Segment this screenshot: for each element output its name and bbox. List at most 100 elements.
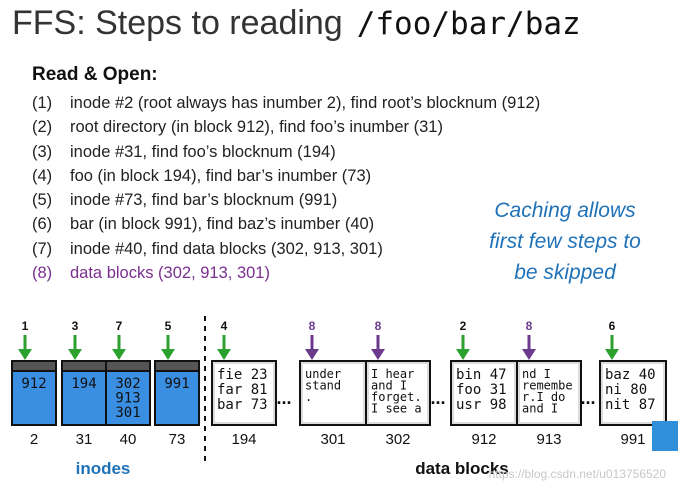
data-block-inner [303, 364, 363, 422]
data-block-line: stand [305, 379, 341, 393]
step-item: (3) inode #31, find foo’s blocknum (194) [32, 140, 540, 164]
data-block-number-label: 912 [471, 431, 496, 448]
section-heading: Read & Open: [32, 64, 158, 85]
step-text: data blocks (302, 913, 301) [70, 264, 270, 283]
caching-callout: Caching allows first few steps to be ski… [470, 195, 660, 288]
data-block-number-label: 302 [385, 431, 410, 448]
arrow-head [456, 349, 470, 360]
step-number: (3) [32, 142, 53, 161]
data-block-line: bin 47 [456, 367, 507, 383]
data-block-inner [215, 364, 273, 422]
watermark: https://blog.csdn.net/u013756520 [488, 467, 666, 481]
data-block-inner [603, 364, 663, 422]
data-block-line: and I [371, 379, 407, 393]
data-block-line: nd I [522, 367, 551, 381]
step-item: (7) inode #40, find data blocks (302, 913… [32, 237, 540, 261]
arrow-head [18, 349, 32, 360]
data-block-number-label: 913 [536, 431, 561, 448]
step-number: (2) [32, 118, 53, 137]
title-text: FFS: Steps to reading [12, 4, 343, 42]
data-block-line: baz 40 [605, 367, 656, 383]
arrow-head [161, 349, 175, 360]
data-block-number-label: 991 [620, 431, 645, 448]
arrow-head [112, 349, 126, 360]
step-item: (6) bar (in block 991), find baz’s inumbe… [32, 212, 540, 236]
step-marker: 8 [526, 319, 533, 333]
data-block-line: far 81 [217, 382, 268, 398]
data-block-inner [520, 364, 578, 422]
ellipsis: ... [276, 388, 291, 408]
steps-list: (1) inode #2 (root always has inumber 2),… [32, 91, 540, 285]
step-number: (4) [32, 166, 53, 185]
corner-decoration [652, 421, 678, 451]
step-text: inode #2 (root always has inumber 2), fi… [70, 94, 541, 112]
data-block-line: forget. [371, 390, 422, 404]
data-block-line: r.I do [522, 390, 565, 404]
step-text: inode #31, find foo’s blocknum (194) [70, 142, 336, 161]
ellipsis: ... [580, 388, 595, 408]
step-marker: 1 [22, 319, 29, 333]
step-item: (5) inode #73, find bar’s blocknum (991) [32, 188, 540, 212]
inode-pointer-value: 991 [164, 376, 189, 392]
step-marker: 2 [460, 319, 467, 333]
step-item: (1) inode #2 (root always has inumber 2),… [32, 91, 540, 115]
callout-line: be skipped [514, 261, 616, 284]
step-text: bar (in block 991), find baz’s inumber (… [70, 215, 375, 234]
arrow-head [305, 349, 319, 360]
data-block-line: bar 73 [217, 397, 268, 413]
arrow-head [68, 349, 82, 360]
inode-pointer-value: 301 [115, 405, 140, 421]
step-marker: 7 [116, 319, 123, 333]
step-number: (5) [32, 191, 53, 210]
data-block-line: foo 31 [456, 382, 507, 398]
title-path: /foo/bar/baz [356, 6, 581, 42]
step-marker: 5 [165, 319, 172, 333]
arrow-head [605, 349, 619, 360]
data-block-number-label: 194 [231, 431, 256, 448]
data-block-number-label: 301 [320, 431, 345, 448]
inode-pointer-value: 912 [21, 376, 46, 392]
arrow-head [371, 349, 385, 360]
inode-number-label: 73 [169, 431, 186, 448]
data-block-line: under [305, 367, 341, 381]
inode-header [11, 360, 57, 372]
data-block-inner [454, 364, 514, 422]
ellipsis: ... [430, 388, 445, 408]
step-marker: 6 [609, 319, 616, 333]
callout-line: Caching allows [494, 199, 636, 222]
step-text: inode #73, find bar’s blocknum (991) [70, 191, 338, 210]
data-block-line: usr 98 [456, 397, 507, 413]
inode-header [61, 360, 107, 372]
step-item: (4)foo (in block 194), find bar’s inumbe… [32, 164, 540, 188]
step-item-highlighted: (8)data blocks (302, 913, 301) [32, 261, 540, 285]
data-block-line: . [305, 390, 312, 404]
step-marker: 4 [221, 319, 228, 333]
data-block-line: and I [522, 402, 558, 416]
data-block-line: fie 23 [217, 367, 268, 383]
data-block-line: remembe [522, 379, 573, 393]
inode-number-label: 2 [30, 431, 38, 448]
step-item: (2) root directory (in block 912), find f… [32, 115, 540, 139]
inodes-label: inodes [76, 459, 131, 478]
inode-pointer-value: 913 [115, 391, 140, 407]
inode-number-label: 40 [120, 431, 137, 448]
step-text: root directory (in block 912), find foo’… [70, 118, 443, 137]
step-number: (7) [32, 239, 53, 258]
inode-header [105, 360, 151, 372]
inode-number-label: 31 [76, 431, 93, 448]
data-block-inner [369, 364, 427, 422]
arrow-head [522, 349, 536, 360]
data-block-line: I hear [371, 367, 414, 381]
step-marker: 8 [375, 319, 382, 333]
step-text: inode #40, find data blocks (302, 913, 3… [70, 239, 383, 258]
data-block-line: I see a [371, 402, 422, 416]
callout-line: first few steps to [489, 230, 641, 253]
data-blocks-label: data blocks [415, 459, 509, 478]
step-marker: 3 [72, 319, 79, 333]
step-number: (1) [32, 94, 53, 112]
step-number: (6) [32, 215, 53, 234]
inode-pointer-value: 302 [115, 376, 140, 392]
